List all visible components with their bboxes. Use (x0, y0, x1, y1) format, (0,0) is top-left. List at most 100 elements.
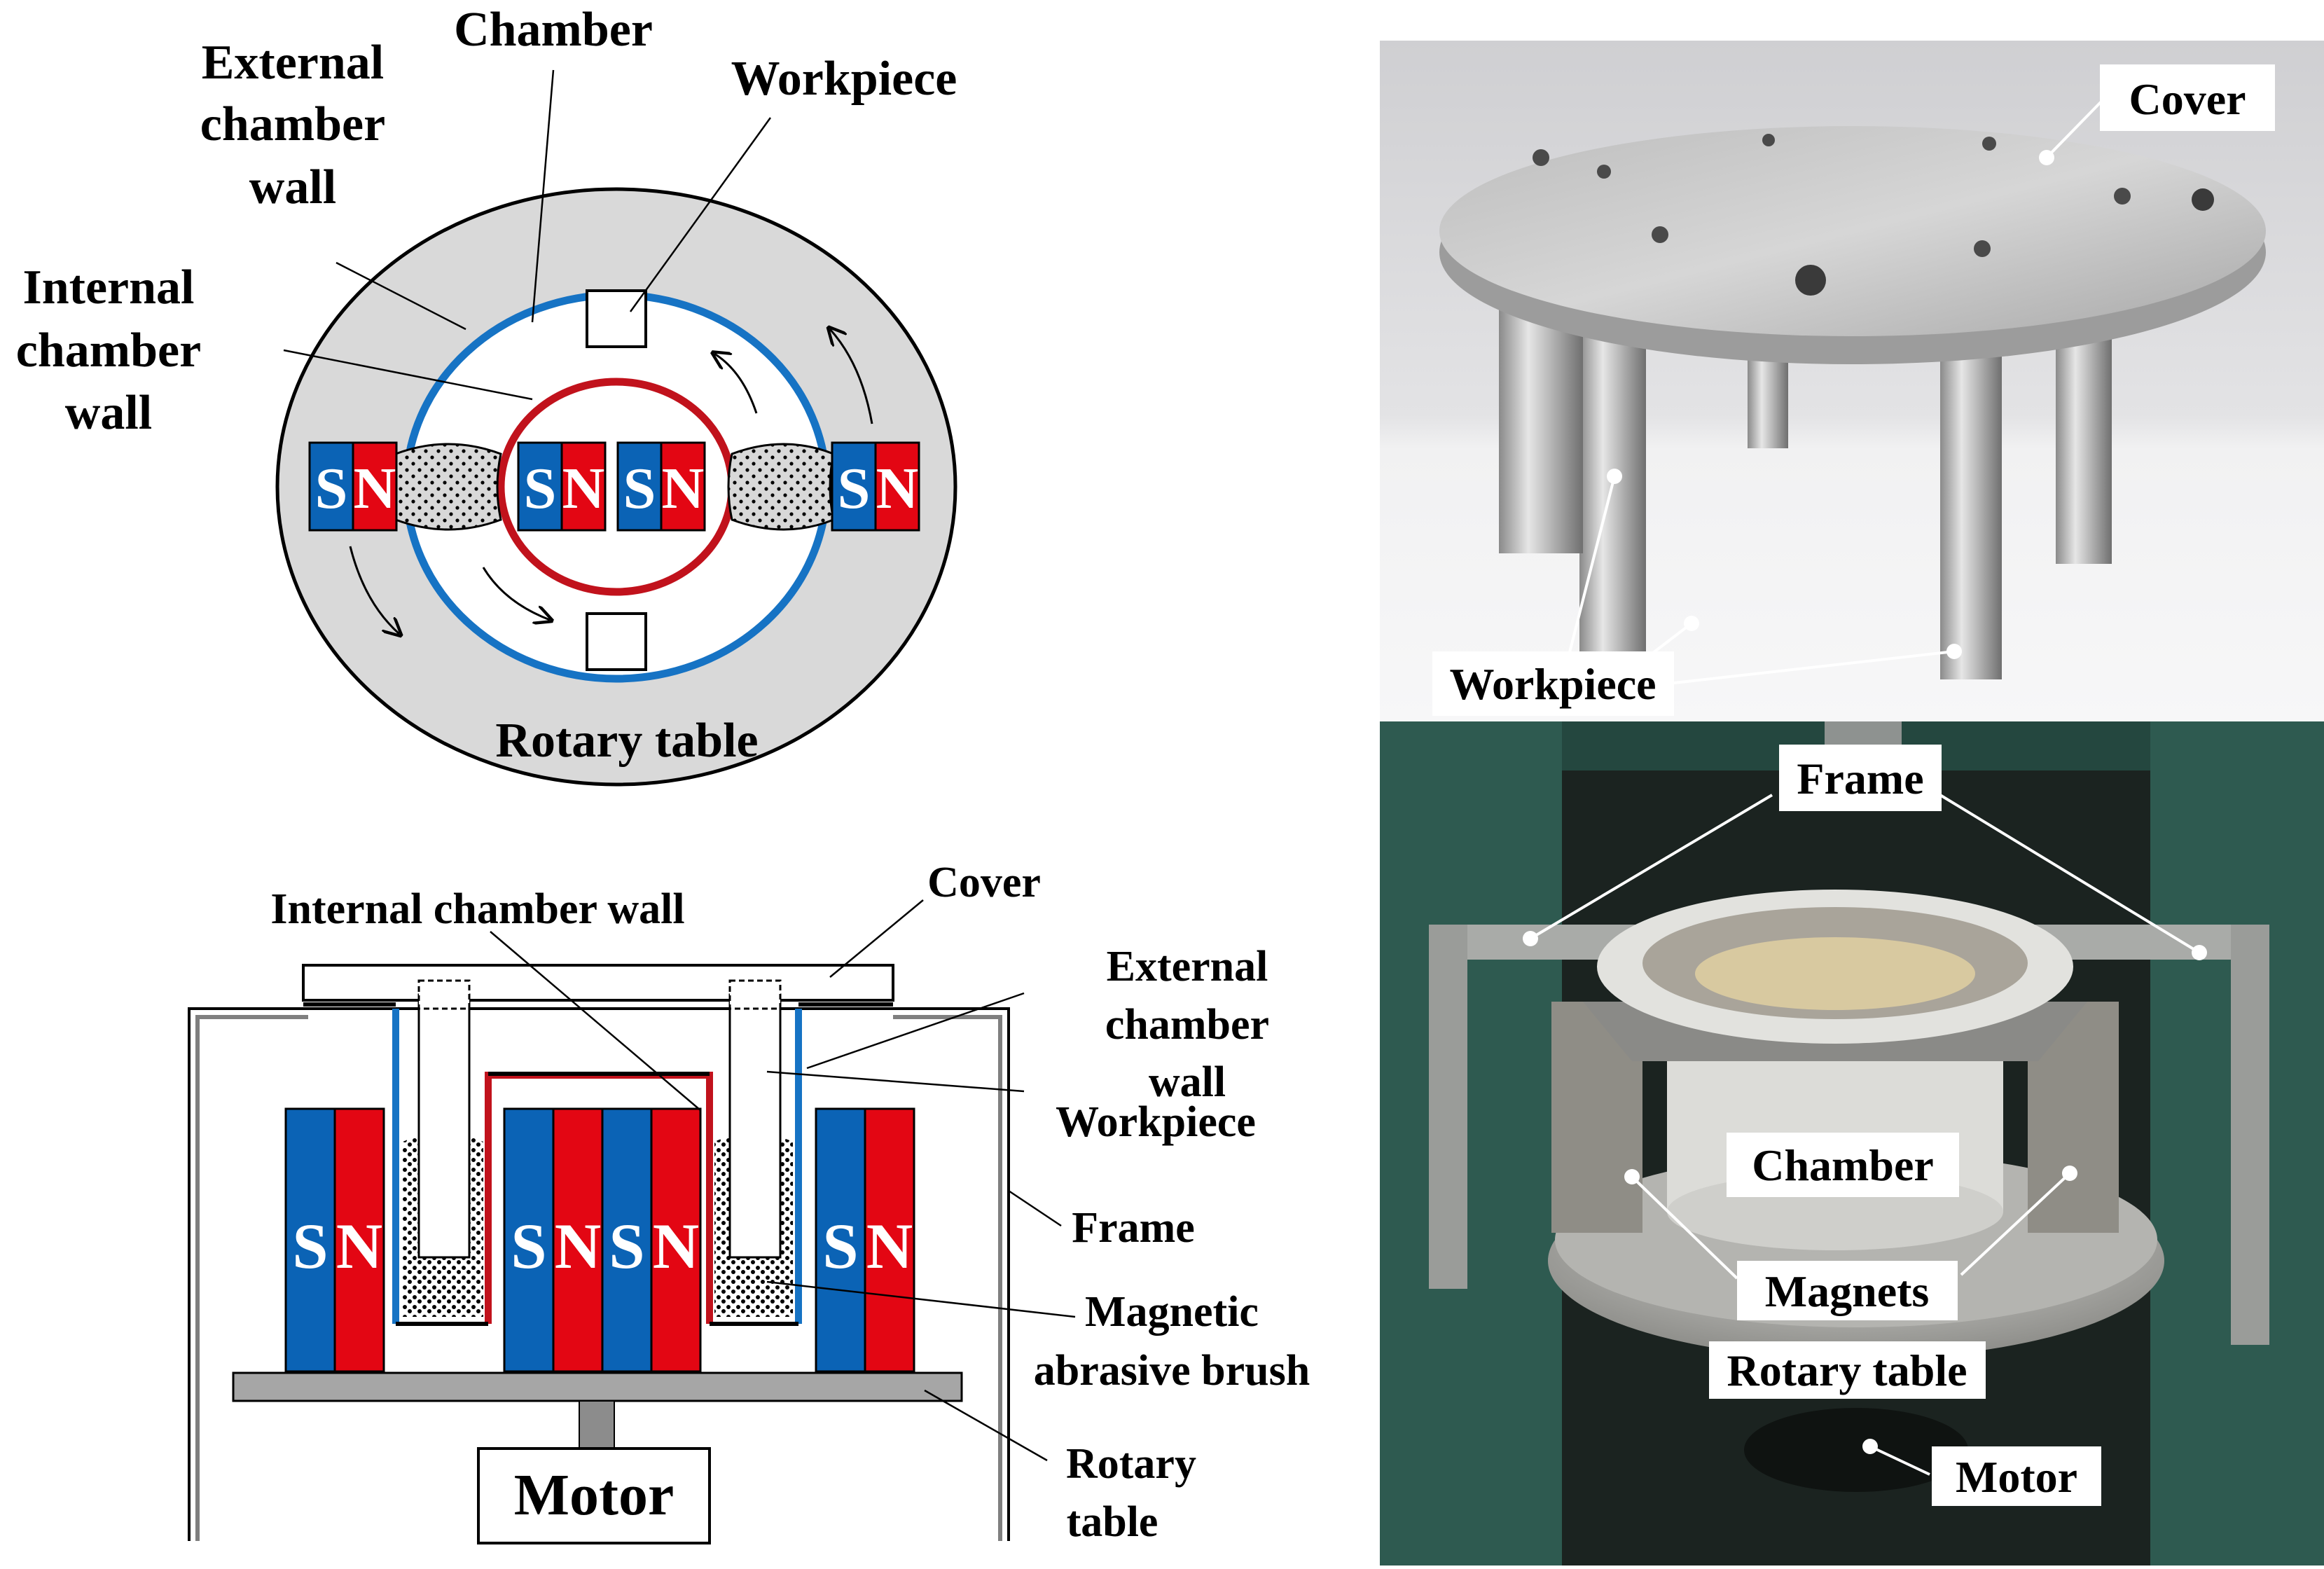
magnet-s-label: S (609, 1210, 644, 1282)
cover (302, 964, 894, 1002)
label-external-wall-line2: chamber (200, 97, 385, 151)
leader-line (766, 1280, 1076, 1318)
frame-inner (195, 1015, 1002, 1541)
rotary-table-plate (232, 1371, 963, 1402)
leader-line (766, 1070, 1025, 1093)
label-brush-line1: Magnetic (1085, 1288, 1259, 1336)
magnet-n-label: N (876, 456, 919, 521)
frame-post (1429, 925, 1467, 1289)
label-workpiece: Workpiece (1056, 1098, 1256, 1146)
frame (188, 1007, 1010, 1541)
magnet-side-outer-right: S N (815, 1107, 915, 1373)
label-internal-chamber-wall: Internal chamber wall (270, 885, 684, 933)
label-magnets: Magnets (1765, 1266, 1930, 1316)
label-cover: Cover (927, 859, 1041, 906)
label-internal-wall-line1: Internal (23, 261, 195, 315)
magnet-outer-right: S N (831, 441, 920, 532)
machine-wall-left (1380, 721, 1562, 1565)
workpiece-right (728, 993, 782, 1259)
leader-dot (2039, 150, 2054, 165)
cover-hole (1597, 165, 1611, 179)
motor-shaft (579, 1400, 615, 1449)
leader-line (1631, 1175, 1738, 1280)
label-box (1432, 651, 1674, 716)
workpiece-left-top (417, 979, 471, 1010)
magnet-n-label: N (562, 456, 605, 521)
leader-dot (1624, 1169, 1640, 1184)
label-external-wall-line3: wall (1149, 1058, 1226, 1106)
label-chamber: Chamber (1752, 1140, 1934, 1190)
label-motor: Motor (514, 1463, 675, 1528)
rotation-arrow (714, 354, 758, 414)
leader-line (531, 69, 555, 323)
leader-dot (1862, 1439, 1878, 1454)
label-chamber: Chamber (454, 3, 653, 57)
magnet-n-label: N (336, 1210, 382, 1282)
leader-line (490, 931, 701, 1111)
leader-line (2045, 100, 2103, 159)
leader-dot (1946, 644, 1962, 659)
leader-line (829, 899, 924, 978)
label-external-wall-line1: External (202, 36, 385, 90)
leader-dot (1607, 469, 1622, 484)
leader-dot (2192, 945, 2207, 960)
leader-line (1960, 1172, 2071, 1276)
label-box (2100, 64, 2275, 131)
leader-line (629, 117, 772, 312)
label-rotary-table: Rotary table (1727, 1346, 1967, 1395)
magnet-n-label: N (662, 456, 705, 521)
workpiece-left (417, 993, 471, 1259)
label-workpiece: Workpiece (731, 52, 957, 106)
label-rotary-line2: table (1067, 1498, 1158, 1546)
magnet-side-inner: S N S N (503, 1107, 702, 1373)
magnet-n-label: N (866, 1210, 913, 1282)
motor (1744, 1408, 1968, 1492)
label-external-wall-line3: wall (249, 160, 336, 214)
leader-dot (1523, 931, 1538, 946)
magnet-s-label: S (822, 1210, 858, 1282)
leader-line (336, 261, 466, 331)
workpiece-bottom (586, 612, 647, 671)
side-view-diagram: S N S N S N S N Motor (188, 859, 1310, 1546)
magnet-s-label: S (623, 456, 656, 521)
label-box (1727, 1133, 1959, 1197)
label-rotary-line1: Rotary (1066, 1440, 1196, 1488)
label-external-wall-line1: External (1107, 943, 1268, 990)
leader-line (1939, 794, 2201, 954)
magnet-inner-left: S N (517, 441, 607, 532)
cover-hole (1974, 240, 1991, 257)
label-box (1709, 1341, 1986, 1399)
magnet-n-label: N (354, 456, 396, 521)
magnet-s-label: S (524, 456, 557, 521)
magnet-s-label: S (315, 456, 348, 521)
cover-hole (1652, 226, 1668, 243)
cover-hole (1982, 137, 1996, 151)
cover-hole (1762, 134, 1775, 146)
label-frame: Frame (1072, 1204, 1195, 1252)
magnet-side-outer-left: S N (284, 1107, 385, 1373)
frame-post (2231, 925, 2269, 1345)
leader-line (924, 1389, 1048, 1462)
top-view-diagram: S N S N S N S N Cha (16, 3, 957, 787)
cover-hole (1533, 149, 1549, 166)
label-box (1779, 745, 1942, 811)
cover-hole (2114, 188, 2131, 205)
label-box (1932, 1446, 2101, 1506)
abrasive-brush-right (727, 443, 835, 531)
leader-line (1529, 794, 1773, 940)
leader-line (1869, 1445, 1930, 1476)
leader-line (1568, 476, 1616, 656)
magnet-s-label: S (292, 1210, 328, 1282)
label-workpiece: Workpiece (1449, 659, 1656, 709)
photo-cover-workpiece: Cover Workpiece (1380, 41, 2324, 721)
motor-box (477, 1447, 711, 1544)
photo-setup: Frame Chamber Magnets Rotary table Motor (1380, 721, 2324, 1565)
rotation-arrow (482, 567, 550, 620)
rotation-arrow (830, 329, 873, 424)
workpiece-leg (1940, 329, 2002, 679)
leader-dot (1684, 616, 1699, 631)
workpiece-leg (1499, 301, 1583, 553)
label-motor: Motor (1956, 1452, 2077, 1502)
cover-hole (1795, 265, 1826, 296)
